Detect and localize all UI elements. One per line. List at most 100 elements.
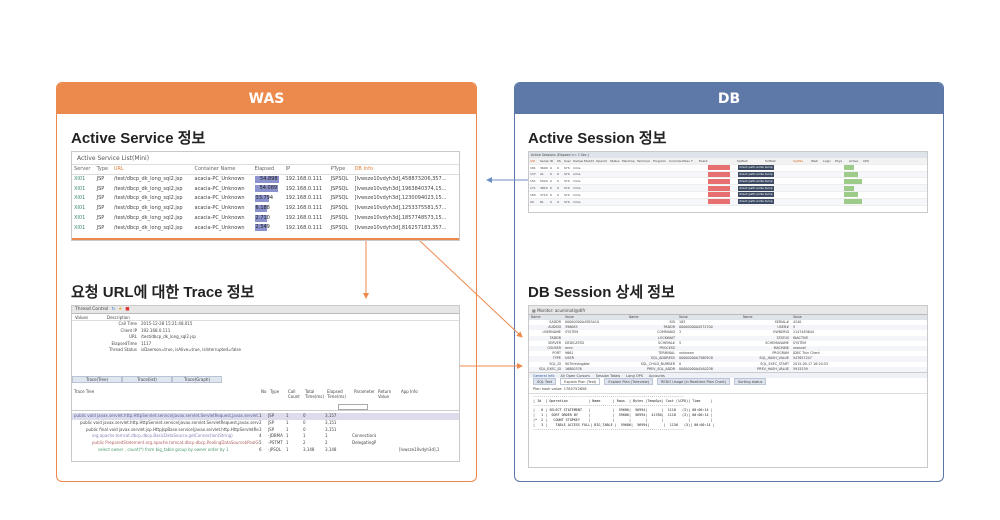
table-cell: acacia-PC_Unknown xyxy=(194,195,245,202)
trace-cell: 1 xyxy=(286,440,289,446)
refresh-icon[interactable]: ↻ xyxy=(111,306,116,312)
detail-value: 2015-09-17 16:20:53 xyxy=(793,361,829,366)
tab-trace-0[interactable]: Trace(Tree) xyxy=(72,376,122,383)
table-cell: acacia-PC_Unknown xyxy=(194,215,245,222)
trace-row[interactable]: public void javax.servlet.http.HttpServl… xyxy=(72,413,459,420)
detail-tab-4[interactable]: Accounts xyxy=(648,373,665,378)
session-column-header: Wait xyxy=(811,158,818,163)
info-key: Thread Status xyxy=(108,347,137,353)
table-cell: 192.168.0.111 xyxy=(285,215,323,222)
trace-cell: -JDBMA xyxy=(268,433,283,439)
session-column-header: User xyxy=(564,158,571,163)
stop-icon[interactable]: ■ xyxy=(125,306,130,312)
trace-rows: public void javax.servlet.http.HttpServl… xyxy=(72,413,459,454)
event-cell: direct path write temp xyxy=(738,171,774,177)
trace-row[interactable]: public void javax.servlet.http.HttpServl… xyxy=(72,420,459,427)
detail-key: SQL_EXEC_START xyxy=(760,361,789,366)
trace-column-header: Elapsed Time(ms) xyxy=(327,389,346,399)
column-header: URL xyxy=(111,165,193,175)
tab-trace-1[interactable]: Trace(list) xyxy=(122,376,172,383)
plan-line: |* 2 | COUNT STOPKEY | | | | | | | xyxy=(533,417,713,422)
detail-key: SID xyxy=(669,320,675,324)
trace-cell: select owner , count(*) from big_table g… xyxy=(98,446,229,452)
command-bar xyxy=(708,171,730,177)
detail-value: 00000000A45A0238 xyxy=(679,366,713,371)
table-cell: JSPSQL xyxy=(330,176,349,183)
table-cell: XI01 xyxy=(74,224,86,231)
detail-value: 183 xyxy=(679,320,686,324)
detail-value: 5915239 xyxy=(793,366,808,371)
trace-cell: 1 xyxy=(286,426,289,432)
detail-tab-3[interactable]: Long OPS xyxy=(626,373,643,378)
detail-value: SYSTEM xyxy=(565,330,579,335)
session-column-header: Logic xyxy=(823,158,831,163)
trace-cell: 3,148 xyxy=(325,446,337,452)
session-column-header: SID xyxy=(530,158,536,163)
trace-cell: 3,151 xyxy=(325,426,337,432)
session-column-header: CPU xyxy=(863,158,870,163)
plan-line: ----------------------------------------… xyxy=(533,427,685,432)
table-cell: [Ivwsze10vdyh3d],816257183,357... xyxy=(354,224,447,231)
detail-value: USER xyxy=(565,356,574,361)
detail-value: 5 xyxy=(793,325,796,330)
active-service-title: Active Service 정보 xyxy=(71,130,206,147)
tab-trace-2[interactable]: Trace(Graph) xyxy=(172,376,222,383)
db-session-detail-title: DB Session 상세 정보 xyxy=(528,284,675,301)
table-cell: JSPSQL xyxy=(330,215,349,222)
table-cell: 192.168.0.111 xyxy=(285,176,323,183)
detail-tab-2[interactable]: Session Totals xyxy=(595,373,621,378)
detail-key: SQL_HASH_VALUE xyxy=(759,356,789,361)
trace-filter-input[interactable] xyxy=(338,404,368,410)
session-cell: 3810 xyxy=(540,186,548,191)
detail-subtab-2[interactable]: Explain Plan (Treeview) xyxy=(604,377,653,385)
active-service-list-title: Active Service List(Mini) xyxy=(72,152,459,165)
table-cell: JSP xyxy=(96,224,105,231)
table-cell: /test/dbcp_dk_long_sql2.jsp xyxy=(113,195,183,202)
detail-tab-0[interactable]: General Info xyxy=(533,373,555,378)
plan-line: ----------------------------------------… xyxy=(533,393,685,398)
trace-row[interactable]: public final void javax.servlet.jsp.Http… xyxy=(72,427,459,434)
star-icon[interactable]: ★ xyxy=(118,306,123,312)
trace-row[interactable]: public PreparedStatement org.apache.tomc… xyxy=(72,440,459,447)
trace-row[interactable]: org.apache.tomcat.dbcp.dbcp.BasicDataSou… xyxy=(72,433,459,440)
session-cell: 0 xyxy=(557,192,559,197)
detail-subtab-4[interactable]: Sorting status xyxy=(734,377,767,385)
detail-key: TERMINAL xyxy=(658,351,675,356)
thread-control-title: Thread Control xyxy=(75,306,109,312)
detail-tab-1[interactable]: All Open Cursors xyxy=(560,373,590,378)
table-cell: JSPSQL xyxy=(330,224,349,231)
table-cell: JSP xyxy=(96,176,105,183)
session-cell: SYS xyxy=(564,165,570,170)
table-cell: /test/dbcp_dk_long_sql2.jsp xyxy=(113,176,183,183)
table-cell: JSP xyxy=(96,205,105,212)
table-cell: [Ivwsze10vdyh3d],458873206,357... xyxy=(354,176,447,183)
event-cell: direct path write temp xyxy=(738,192,774,198)
detail-subtab-1[interactable]: Explain Plan (Text) xyxy=(560,377,601,385)
table-cell: [Ivwsze10vdyh3d],1230094023,15... xyxy=(354,195,447,202)
trace-cell: 2 xyxy=(325,440,328,446)
table-cell: XI01 xyxy=(74,195,86,202)
command-bar xyxy=(708,185,730,191)
detail-subtab-3[interactable]: REDO Usage (in Realtime Plan Chart) xyxy=(657,377,730,385)
session-cell: 0 xyxy=(550,192,552,197)
elapsed-bar: 6.188 xyxy=(254,204,270,212)
detail-key: SCHEMA# xyxy=(658,340,675,345)
detail-subtab-0[interactable]: SQL Text xyxy=(533,377,557,385)
table-cell: [Ivwsze10vdyh3d],1857748573,15... xyxy=(354,215,447,222)
trace-row[interactable]: select owner , count(*) from big_table g… xyxy=(72,447,459,454)
